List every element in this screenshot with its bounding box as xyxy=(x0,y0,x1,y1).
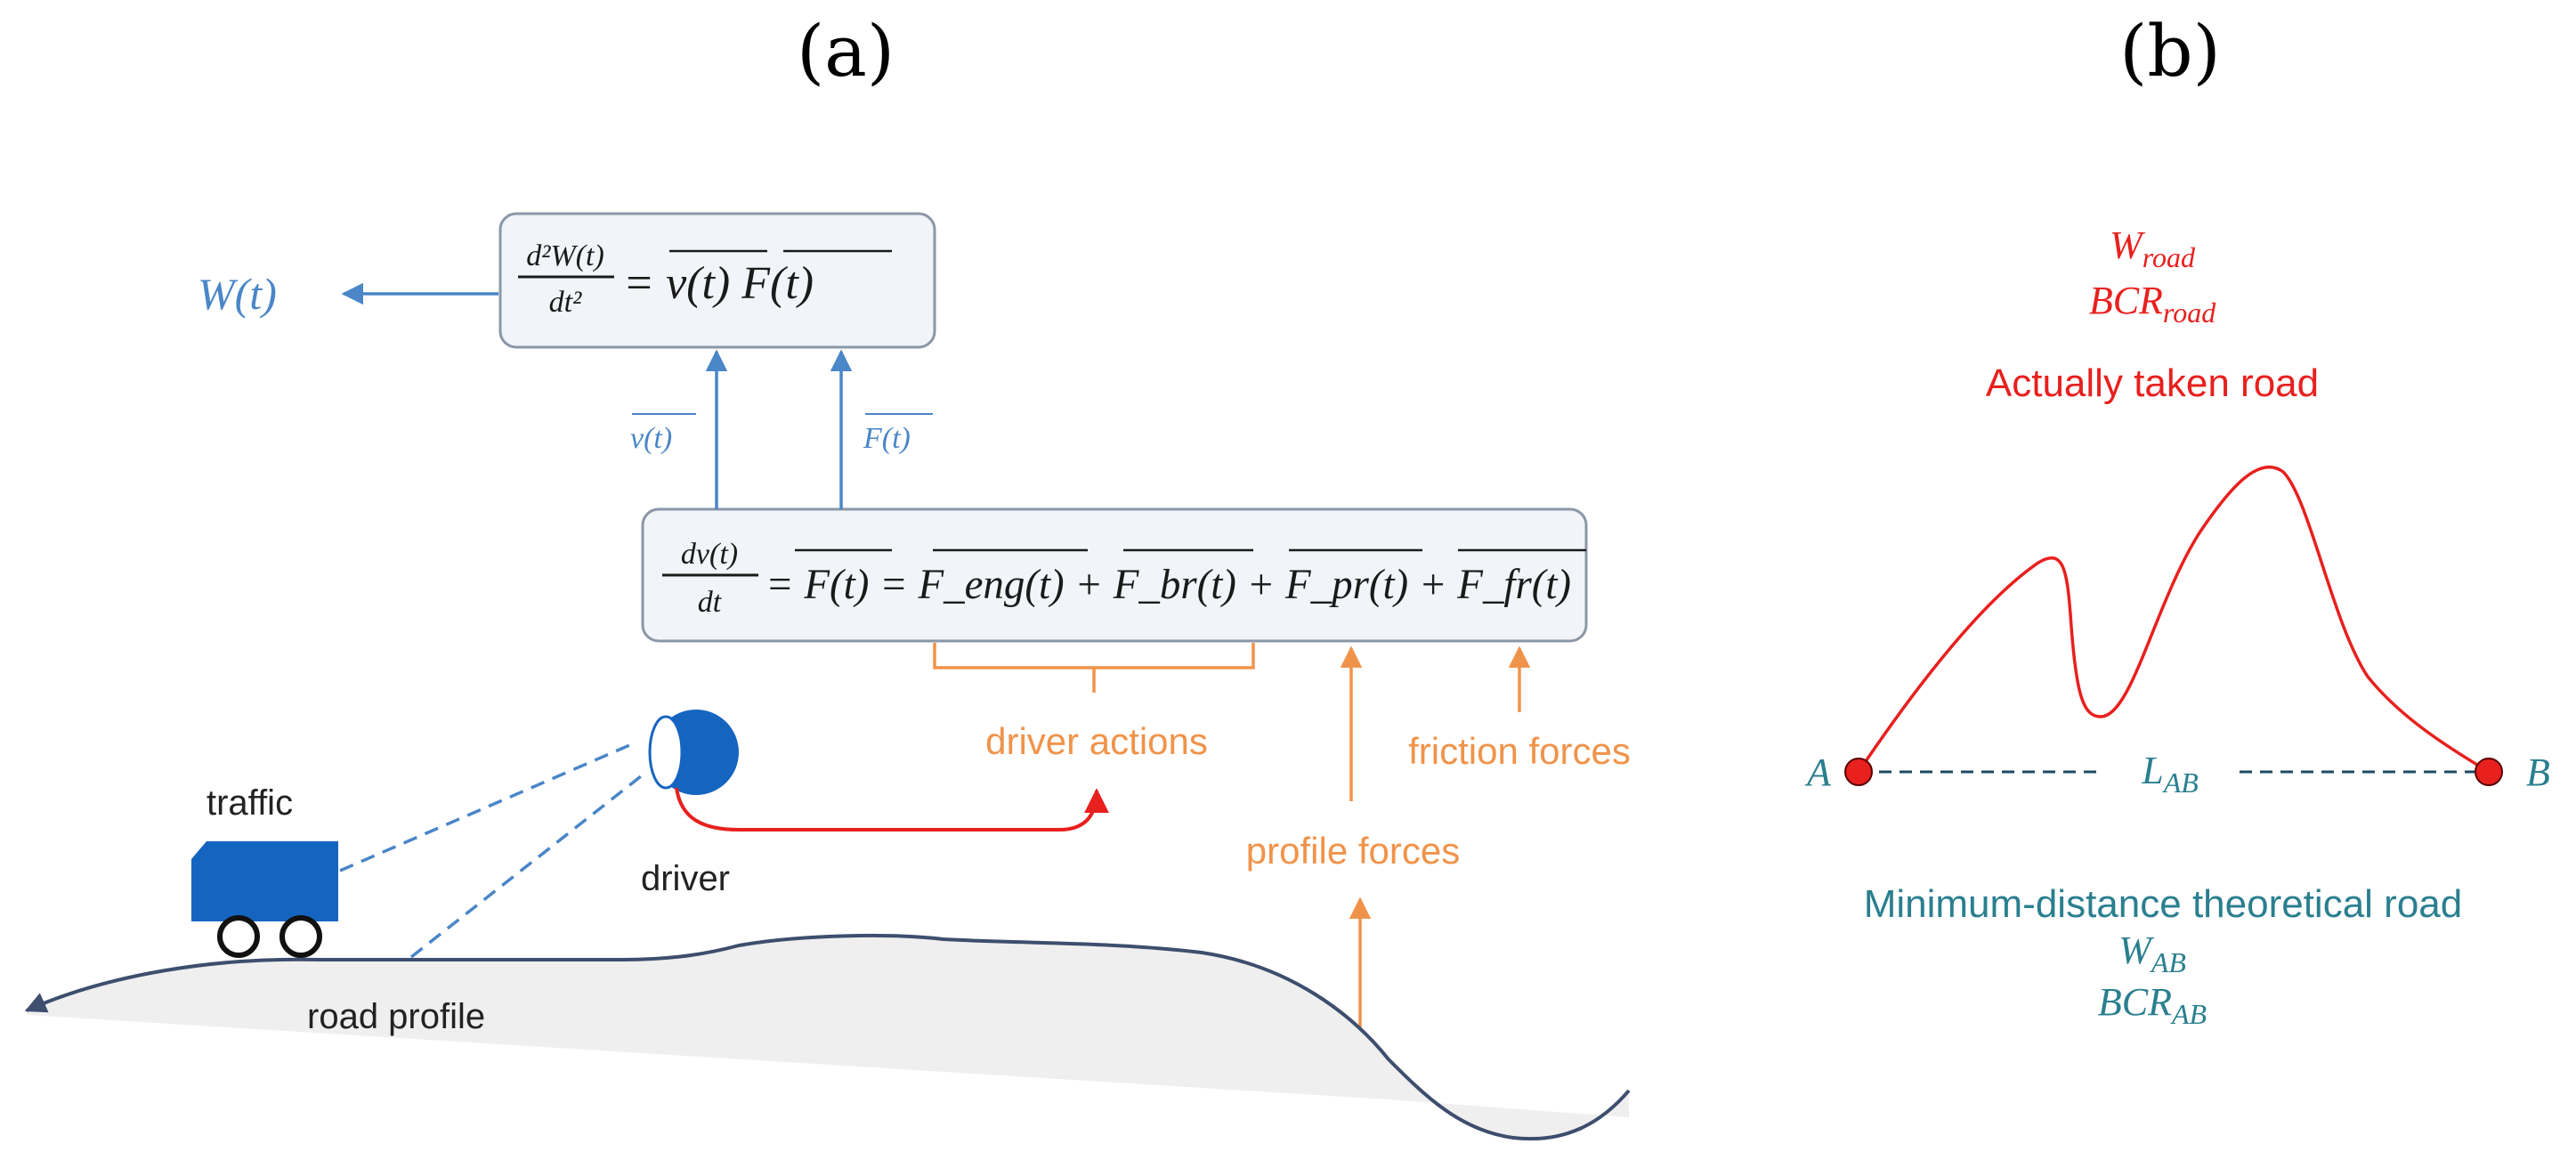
driver-eye-pupil xyxy=(648,715,684,790)
lab-label: LAB xyxy=(2141,749,2199,799)
bcr-road-subscript: road xyxy=(2163,296,2216,329)
point-b-marker xyxy=(2475,758,2503,786)
panel-a-label: (a) xyxy=(797,10,895,93)
top-eq-rhs: = v(t) F(t) xyxy=(623,258,814,309)
w-ab-symbol: W xyxy=(2118,929,2154,972)
driver-actions-label: driver actions xyxy=(985,720,1208,762)
road-profile-fill xyxy=(27,935,1629,1140)
lab-subscript: AB xyxy=(2162,767,2199,799)
traffic-vehicle-body xyxy=(191,841,338,921)
driver-actions-arrow xyxy=(675,787,1109,831)
w-ab-subscript: AB xyxy=(2150,946,2186,978)
bcr-ab-label: BCRAB xyxy=(2098,980,2207,1030)
w-road-subscript: road xyxy=(2143,241,2196,273)
sight-line-road xyxy=(409,775,643,959)
actual-road-curve xyxy=(1857,466,2490,774)
bottom-eq-numerator: dv(t) xyxy=(681,538,738,571)
point-a-label: A xyxy=(1804,750,1832,794)
w-road-symbol: W xyxy=(2110,223,2145,267)
top-equation-box xyxy=(498,212,936,349)
point-b-label: B xyxy=(2526,750,2550,794)
bcr-road-label: BCRroad xyxy=(2089,279,2216,329)
profile-forces-label: profile forces xyxy=(1246,830,1460,872)
traffic-vehicle-wheel-rear xyxy=(217,915,260,958)
lab-symbol: L xyxy=(2141,749,2163,792)
w-road-label: Wroad xyxy=(2110,223,2196,273)
friction-forces-label: friction forces xyxy=(1408,730,1631,772)
output-w-label: W(t) xyxy=(198,269,277,319)
bottom-eq-denominator: dt xyxy=(698,586,723,619)
f-arrow-label: F(t) xyxy=(863,422,911,455)
min-road-label: Minimum-distance theoretical road xyxy=(1864,882,2463,926)
traffic-vehicle-wheel-front xyxy=(279,915,322,958)
bcr-ab-symbol: BCR xyxy=(2098,980,2172,1024)
sight-line-traffic xyxy=(339,742,635,872)
bcr-ab-subscript: AB xyxy=(2170,998,2207,1030)
bcr-road-symbol: BCR xyxy=(2089,279,2163,322)
bottom-equation-box xyxy=(641,507,1588,643)
driver-label: driver xyxy=(641,859,730,898)
panel-b-label: (b) xyxy=(2119,10,2221,93)
traffic-label: traffic xyxy=(207,783,293,823)
top-eq-denominator: dt² xyxy=(549,286,582,319)
point-a-marker xyxy=(1844,758,1873,786)
top-eq-numerator: d²W(t) xyxy=(526,239,604,272)
actual-road-label: Actually taken road xyxy=(1986,361,2319,405)
bottom-eq-rhs: = F(t) = F_eng(t) + F_br(t) + F_pr(t) + … xyxy=(766,561,1571,608)
w-ab-label: WAB xyxy=(2118,929,2186,978)
v-arrow-label: v(t) xyxy=(630,422,672,455)
driver-actions-brace xyxy=(933,643,1255,693)
road-profile-line xyxy=(24,933,1631,1141)
road-profile-label: road profile xyxy=(307,997,485,1036)
